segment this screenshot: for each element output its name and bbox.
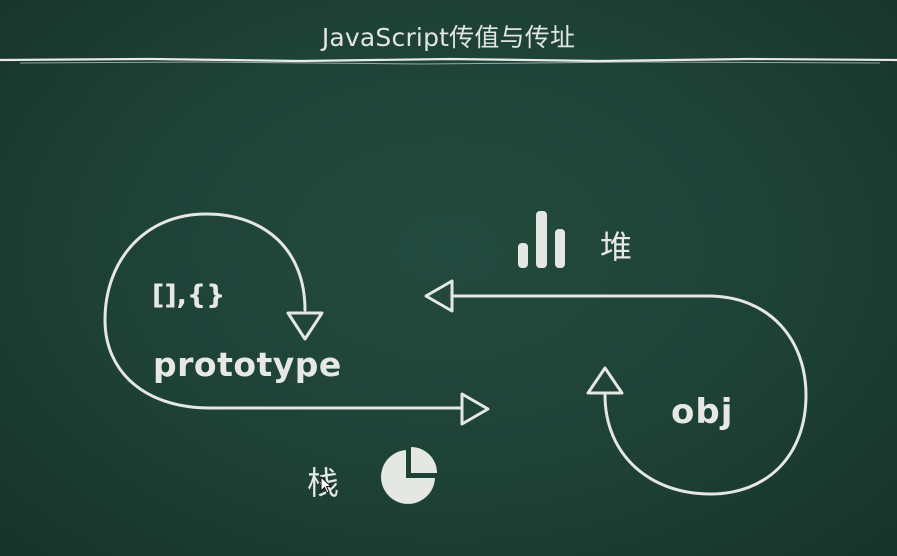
obj-label: obj: [671, 392, 734, 432]
left-loop-path: [103, 212, 464, 410]
title-divider: [0, 57, 897, 65]
bar-chart-icon: [518, 211, 565, 268]
right-loop-arrowhead-up: [586, 366, 624, 395]
heap-label: 堆: [600, 228, 633, 266]
prototype-label: prototype: [153, 345, 342, 384]
array-object-label: [],{}: [152, 280, 226, 311]
left-loop-arrowhead-right: [460, 392, 490, 426]
right-loop-arrowhead-left: [424, 279, 454, 313]
page-title: JavaScript传值与传址: [321, 23, 576, 52]
mouse-cursor-icon: [320, 476, 333, 494]
pie-chart-icon: [381, 447, 437, 504]
left-loop-arrowhead-down: [286, 311, 324, 341]
right-loop-path: [450, 294, 808, 496]
